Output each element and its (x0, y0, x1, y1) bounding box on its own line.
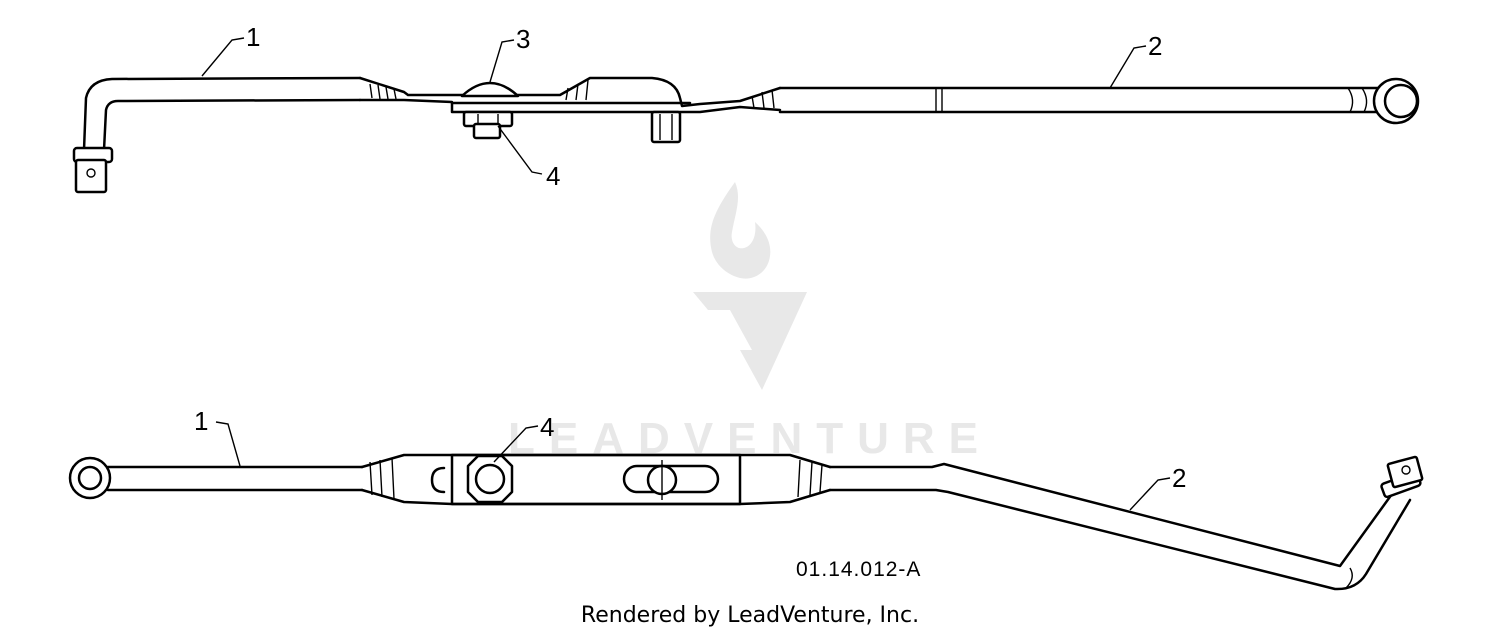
top-crimp-section (358, 76, 782, 114)
top-assembly (72, 76, 1420, 194)
callout-top-part-1: 1 (246, 22, 260, 52)
top-rod-part-2 (778, 77, 1420, 125)
v-mark-icon (693, 292, 807, 390)
callout-top-part-3: 3 (516, 24, 530, 54)
flame-icon (710, 182, 771, 279)
top-nut-part-4 (462, 110, 514, 140)
callout-bottom-part-4: 4 (540, 412, 554, 442)
watermark-logo: LEADVENTURE (508, 182, 978, 463)
bottom-plate (360, 453, 832, 506)
bottom-assembly (68, 453, 1424, 591)
bottom-rod-part-2 (828, 455, 1424, 591)
render-credit: Rendered by LeadVenture, Inc. (581, 603, 919, 628)
callout-top-part-2: 2 (1148, 31, 1162, 61)
top-clip (650, 110, 682, 144)
top-bolt-part-3 (460, 81, 520, 98)
callout-bottom-part-1: 1 (194, 406, 208, 436)
leader-lines (201, 37, 1171, 511)
callout-top-part-4: 4 (546, 161, 560, 191)
bottom-rod-part-1 (68, 456, 364, 500)
bottom-nut-part-4 (466, 454, 514, 504)
drawing-id: 01.14.012-A (796, 558, 921, 581)
callout-bottom-part-2: 2 (1172, 463, 1186, 493)
top-rod-part-1 (72, 76, 362, 194)
